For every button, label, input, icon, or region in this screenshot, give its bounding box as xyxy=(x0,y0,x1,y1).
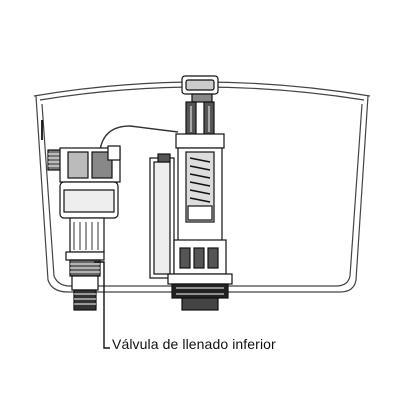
flush-valve xyxy=(149,133,233,311)
fill-valve-label: Válvula de llenado inferior xyxy=(112,336,276,352)
flush-button xyxy=(181,75,219,137)
refill-tube xyxy=(99,125,179,151)
callout-line xyxy=(94,261,110,349)
fill-valve xyxy=(47,145,121,311)
